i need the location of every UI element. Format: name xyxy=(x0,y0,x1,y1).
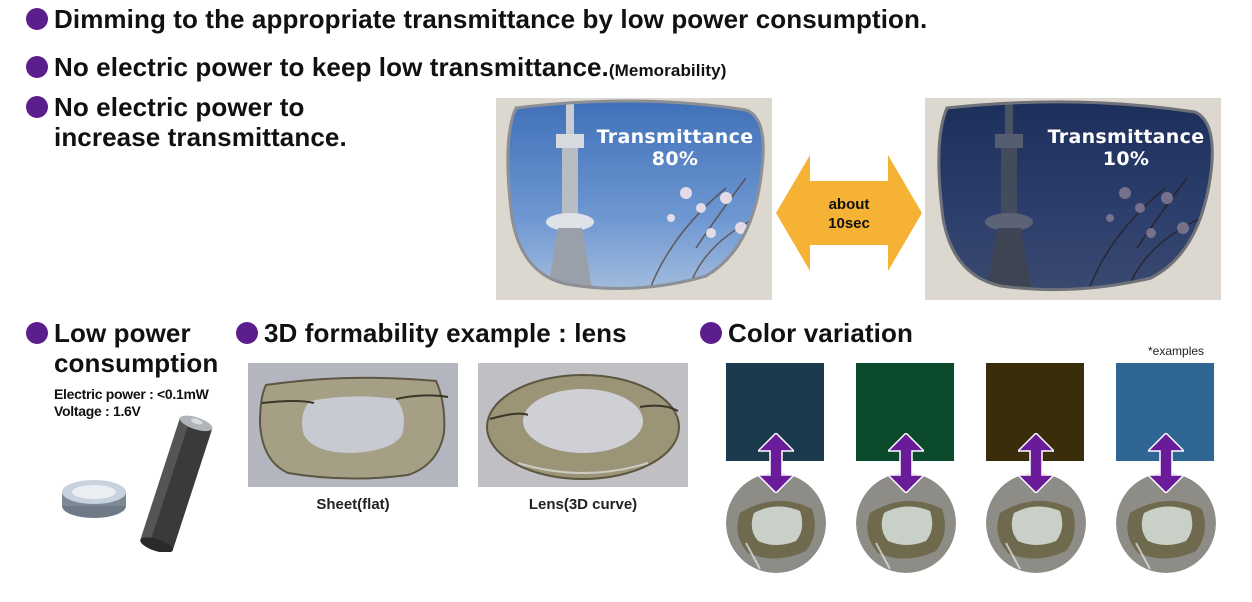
bullet-dot-icon xyxy=(26,96,48,118)
bullet-dot-icon xyxy=(236,322,258,344)
arrow-label: about 10sec xyxy=(809,195,889,233)
lens-photo-10: Transmittance 10% xyxy=(925,98,1221,300)
bullet-dot-icon xyxy=(26,56,48,78)
examples-note: *examples xyxy=(1148,344,1205,358)
low-power-title-line1: Low power xyxy=(54,318,191,348)
double-arrow-vertical-icon xyxy=(758,433,794,493)
transmittance-10-title: Transmittance xyxy=(1047,126,1205,148)
lens-photo-10-image xyxy=(925,98,1221,300)
arrow-label-line2: 10sec xyxy=(828,215,870,232)
transmittance-80-title: Transmittance xyxy=(596,126,754,148)
bullet-memorability: No electric power to keep low transmitta… xyxy=(26,52,726,86)
color-variation-title: Color variation xyxy=(728,318,913,348)
caption-lens-curve: Lens(3D curve) xyxy=(528,496,638,513)
lens-sample xyxy=(726,473,826,573)
bullet-dimming: Dimming to the appropriate transmittance… xyxy=(26,4,927,34)
double-arrow-vertical-icon xyxy=(1018,433,1054,493)
double-arrow-vertical-icon xyxy=(1148,433,1184,493)
bullet-memorability-main: No electric power to keep low transmitta… xyxy=(54,52,609,82)
lens-curve-image xyxy=(478,363,688,487)
bullet-dimming-text: Dimming to the appropriate transmittance… xyxy=(54,4,928,34)
arrow-label-line1: about xyxy=(828,196,870,213)
low-power-title-line2: consumption xyxy=(54,348,219,378)
bullet-dot-icon xyxy=(700,322,722,344)
sheet-flat-image xyxy=(248,363,458,487)
transmittance-10-label: Transmittance 10% xyxy=(1041,126,1211,170)
low-power-heading: Low power consumption xyxy=(26,318,218,378)
lens-photo-80: Transmittance 80% xyxy=(496,98,772,300)
bullet-increase-line1: No electric power to xyxy=(54,92,305,122)
bullet-increase-text: No electric power to increase transmitta… xyxy=(54,92,347,152)
bullet-increase-line2: increase transmittance. xyxy=(54,122,347,152)
battery-icon xyxy=(62,415,213,553)
transmittance-80-value: 80% xyxy=(651,148,699,170)
bullet-dot-icon xyxy=(26,8,48,30)
transmittance-10-value: 10% xyxy=(1102,148,1150,170)
switch-arrow: about 10sec xyxy=(776,155,922,271)
bullet-dot-icon xyxy=(26,322,48,344)
bullet-memorability-text: No electric power to keep low transmitta… xyxy=(54,52,726,86)
caption-sheet-flat: Sheet(flat) xyxy=(316,496,390,513)
lens-sample xyxy=(986,473,1086,573)
low-power-specs: Electric power : <0.1mW Voltage : 1.6V xyxy=(54,386,209,420)
color-variation-heading: Color variation xyxy=(700,318,913,348)
spec-electric-power: Electric power : <0.1mW xyxy=(54,386,209,402)
spec-voltage: Voltage : 1.6V xyxy=(54,403,141,419)
double-arrow-vertical-icon xyxy=(888,433,924,493)
formability-heading: 3D formability example : lens xyxy=(236,318,627,348)
sheet-flat-photo xyxy=(248,363,458,487)
double-arrow-icon xyxy=(776,155,922,271)
low-power-title: Low power consumption xyxy=(54,318,218,378)
lens-sample xyxy=(1116,473,1216,573)
lens-curve-photo xyxy=(478,363,688,487)
bullet-increase: No electric power to increase transmitta… xyxy=(26,92,347,152)
lens-sample xyxy=(856,473,956,573)
battery-illustration xyxy=(56,412,226,553)
bullet-memorability-note: (Memorability) xyxy=(608,61,727,80)
transmittance-80-label: Transmittance 80% xyxy=(590,126,760,170)
lens-photo-80-image xyxy=(496,98,772,300)
formability-title: 3D formability example : lens xyxy=(264,318,627,348)
